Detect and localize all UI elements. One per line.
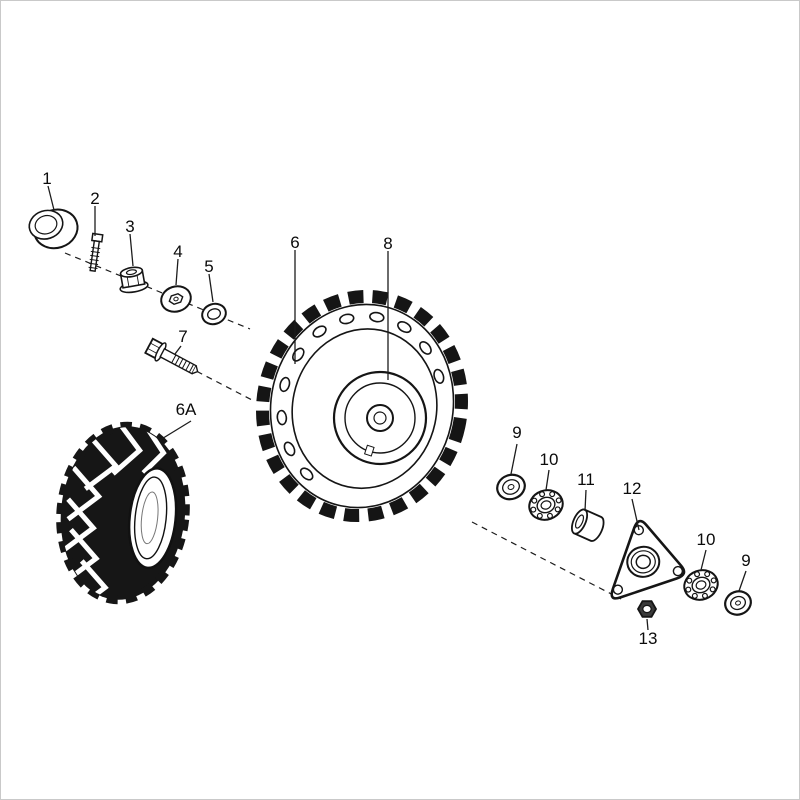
part-label-4: 4 [173, 242, 182, 261]
part-5-washer [201, 302, 227, 326]
leader-line-1 [47, 185, 55, 211]
part-label-10r: 10 [697, 530, 716, 549]
part-label-13: 13 [639, 629, 658, 648]
part-9-seal-right [724, 590, 752, 616]
part-4-hex-washer [160, 285, 192, 313]
leader-line-11 [584, 489, 587, 512]
tire-6a-graphic [56, 421, 190, 605]
leader-line-9l [510, 443, 518, 475]
part-label-10l: 10 [540, 450, 559, 469]
part-13-nut [636, 600, 658, 618]
part-label-6a: 6A [176, 400, 197, 419]
part-label-12: 12 [623, 479, 642, 498]
part-1-spacer [28, 208, 79, 250]
part-10-bearing-right [683, 569, 719, 601]
part-label-11: 11 [577, 470, 595, 489]
leader-line-12 [631, 498, 640, 531]
tire-sidewall [291, 328, 438, 490]
axis-line-right [471, 521, 622, 600]
part-label-8: 8 [383, 234, 392, 253]
leader-line-9r [738, 570, 747, 592]
part-label-9l: 9 [512, 423, 521, 442]
part-7-bolt [144, 337, 199, 375]
leader-line-7 [174, 345, 182, 355]
valve-stem [363, 444, 375, 457]
part-11-spacer-tube [571, 508, 605, 542]
leader-line-13 [646, 618, 649, 631]
part-3-flange-nut [119, 266, 149, 294]
leader-line-4 [175, 258, 179, 286]
rim-graphic [332, 370, 428, 466]
part-9-seal-left [496, 473, 526, 501]
tire-6a-chevron-tread [61, 421, 167, 605]
leader-line-5 [208, 273, 214, 303]
part-12-hub [610, 519, 686, 600]
part-10-bearing-left [528, 489, 564, 521]
axis-line-bolt [147, 345, 253, 401]
leader-line-6a [159, 420, 192, 441]
part-label-6: 6 [290, 233, 299, 252]
part-label-7: 7 [178, 327, 187, 346]
leader-line-3 [129, 233, 134, 267]
part-label-1: 1 [42, 169, 51, 188]
leader-line-10l [545, 469, 550, 491]
part-label-9r: 9 [741, 551, 750, 570]
part-label-3: 3 [125, 217, 134, 236]
leader-line-10r [700, 549, 707, 571]
part-label-2: 2 [90, 189, 99, 208]
part-label-5: 5 [204, 257, 213, 276]
